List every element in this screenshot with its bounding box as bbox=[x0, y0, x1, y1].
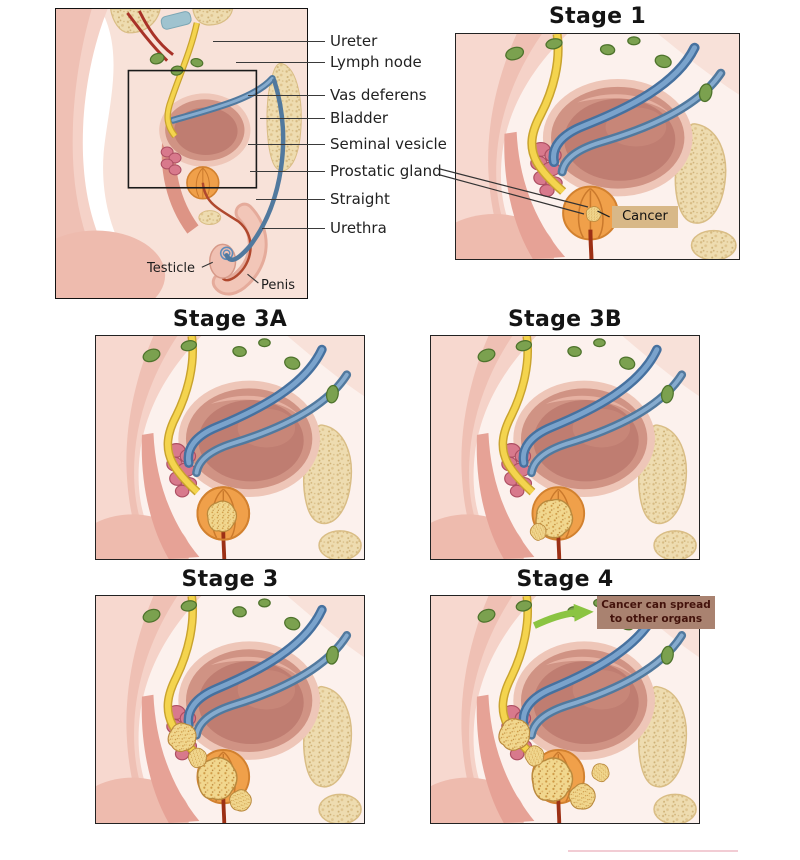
label-straight-text: Straight bbox=[330, 190, 390, 208]
leader-line bbox=[248, 143, 325, 145]
stage-4-illustration bbox=[431, 596, 699, 823]
label-seminal-vesicle: Seminal vesicle bbox=[248, 135, 447, 153]
prostate-capsule-outline bbox=[196, 486, 251, 541]
main-anatomy-figure bbox=[55, 8, 308, 299]
stage-1-illustration bbox=[456, 34, 739, 259]
label-vas-deferens-text: Vas deferens bbox=[330, 86, 427, 104]
label-prostatic-gland: Prostatic gland bbox=[250, 162, 442, 180]
leader-line bbox=[213, 40, 325, 42]
title-stage-1: Stage 1 bbox=[549, 4, 646, 29]
spread-arrow bbox=[532, 603, 594, 629]
title-stage-3: Stage 3 bbox=[181, 567, 279, 592]
panel-stage-3 bbox=[95, 595, 365, 824]
label-lymph-node: Lymph node bbox=[236, 53, 422, 71]
label-urethra: Urethra bbox=[262, 219, 387, 237]
panel-stage-3b bbox=[430, 335, 700, 560]
cancer-pointer-line bbox=[597, 210, 610, 218]
label-urethra-text: Urethra bbox=[330, 219, 387, 237]
leader-line bbox=[250, 170, 325, 172]
label-bladder-text: Bladder bbox=[330, 109, 389, 127]
label-penis: Penis bbox=[261, 278, 295, 293]
title-stage-3a: Stage 3A bbox=[172, 307, 288, 332]
label-seminal-vesicle-text: Seminal vesicle bbox=[330, 135, 447, 153]
stage-3-illustration bbox=[96, 596, 364, 823]
title-stage-4: Stage 4 bbox=[516, 567, 614, 592]
leader-line bbox=[260, 117, 325, 119]
label-testicle: Testicle bbox=[147, 261, 195, 276]
stage-3b-illustration bbox=[431, 336, 699, 559]
spread-annotation-label: Cancer can spread to other organs bbox=[597, 596, 715, 630]
leader-line bbox=[236, 61, 325, 63]
leader-line bbox=[262, 227, 325, 229]
panel-stage-4 bbox=[430, 595, 700, 824]
label-ureter: Ureter bbox=[213, 32, 377, 50]
stage-3a-illustration bbox=[96, 336, 364, 559]
panel-stage-3a bbox=[95, 335, 365, 560]
leader-line bbox=[256, 198, 325, 200]
watermark-line bbox=[568, 850, 738, 852]
tumor bbox=[585, 206, 602, 222]
label-straight: Straight bbox=[256, 190, 390, 208]
cancer-annotation-label: Cancer bbox=[612, 206, 678, 228]
leader-line bbox=[248, 94, 325, 96]
tumor bbox=[206, 500, 238, 533]
label-prostatic-gland-text: Prostatic gland bbox=[330, 162, 442, 180]
title-stage-3b: Stage 3B bbox=[507, 307, 622, 332]
label-lymph-node-text: Lymph node bbox=[330, 53, 422, 71]
panel-stage-1 bbox=[455, 33, 740, 260]
label-bladder: Bladder bbox=[260, 109, 388, 127]
label-vas-deferens: Vas deferens bbox=[248, 86, 427, 104]
label-ureter-text: Ureter bbox=[330, 32, 378, 50]
